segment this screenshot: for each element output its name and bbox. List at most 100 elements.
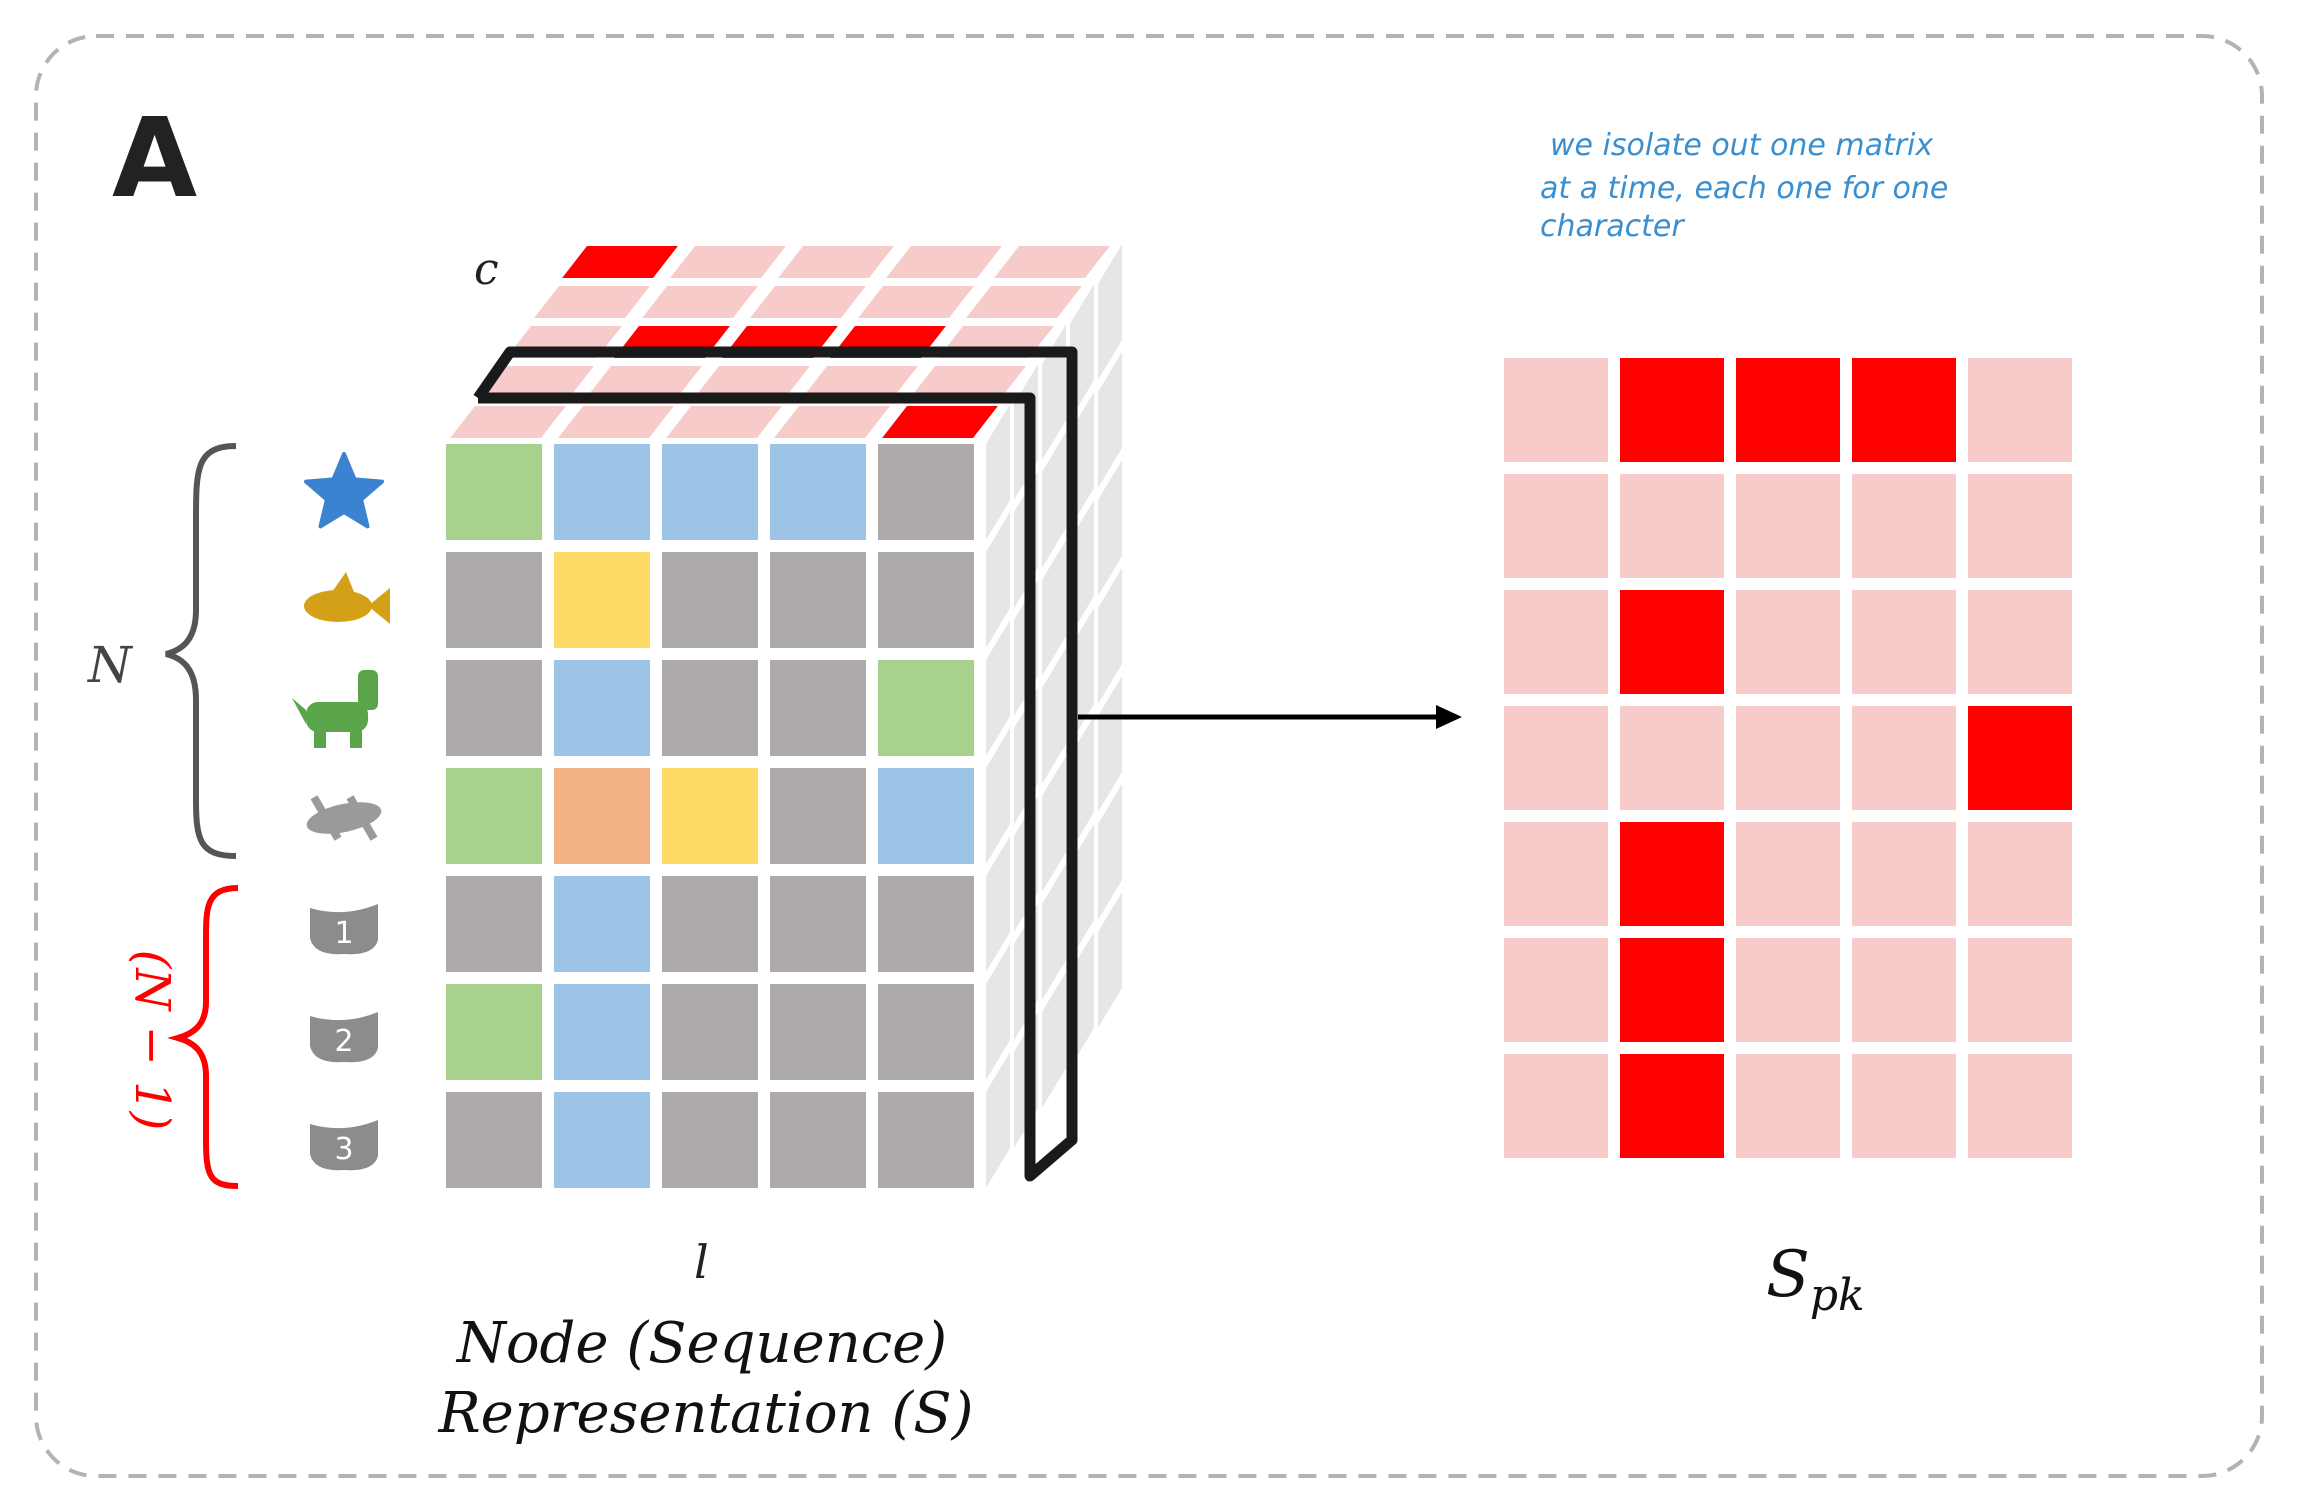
matrix-cell xyxy=(1736,938,1840,1042)
matrix-cell xyxy=(1968,706,2072,810)
cube-front-cell xyxy=(878,660,974,756)
cube-top-cell xyxy=(661,242,795,282)
cube-front-cell xyxy=(554,984,650,1080)
cube-side-cell xyxy=(986,404,1010,540)
cube-front-cell xyxy=(662,768,758,864)
cube-front-cell xyxy=(554,876,650,972)
matrix-cell xyxy=(1620,1054,1724,1158)
panel-label: A xyxy=(112,94,197,222)
cube-front-cell xyxy=(446,444,542,540)
matrix-cell xyxy=(1736,474,1840,578)
matrix-cell xyxy=(1620,474,1724,578)
matrix-cell xyxy=(1620,706,1724,810)
cube-front-cell xyxy=(554,552,650,648)
cube-front-cell xyxy=(554,768,650,864)
cube-front-cell xyxy=(770,444,866,540)
cube-top-cell xyxy=(877,242,1011,282)
matrix-cell xyxy=(1736,706,1840,810)
cube-top-cell xyxy=(765,402,899,442)
dinosaur-icon xyxy=(292,670,378,748)
matrix-cell xyxy=(1620,590,1724,694)
cube-side-cell xyxy=(1098,244,1122,380)
matrix-cell xyxy=(1852,590,1956,694)
matrix-cell xyxy=(1852,938,1956,1042)
cube-top-cell xyxy=(441,402,575,442)
matrix-cell xyxy=(1968,474,2072,578)
cube-front-cell xyxy=(446,876,542,972)
fish-icon xyxy=(304,572,390,624)
cube-top-face xyxy=(441,242,1119,442)
node-number: 2 xyxy=(334,1024,353,1059)
spk-matrix xyxy=(1504,358,2072,1158)
cube-front-cell xyxy=(878,552,974,648)
cube-front-cell xyxy=(770,552,866,648)
matrix-cell xyxy=(1504,474,1608,578)
cube-side-cell xyxy=(986,1052,1010,1188)
cube-side-cell xyxy=(1098,676,1122,812)
cube-top-cell xyxy=(525,282,659,322)
cube-front-cell xyxy=(770,660,866,756)
matrix-cell xyxy=(1736,590,1840,694)
axis-l-label: l xyxy=(694,1235,709,1289)
cube-front-cell xyxy=(878,984,974,1080)
cube-top-cell xyxy=(985,242,1119,282)
cube-side-cell xyxy=(986,944,1010,1080)
matrix-cell xyxy=(1852,358,1956,462)
panel-frame xyxy=(34,34,2264,1478)
cube-top-cell xyxy=(741,282,875,322)
cube-front-cell xyxy=(878,444,974,540)
cube-side-cell xyxy=(986,836,1010,972)
matrix-cell xyxy=(1504,1054,1608,1158)
matrix-cell xyxy=(1620,822,1724,926)
cube-front-cell xyxy=(662,444,758,540)
cube-front-cell xyxy=(446,660,542,756)
matrix-cell xyxy=(1620,938,1724,1042)
cube-side-cell xyxy=(1042,648,1066,784)
cube-front-cell xyxy=(554,1092,650,1188)
node-1-icon: 1 xyxy=(310,904,378,955)
matrix-cell xyxy=(1504,822,1608,926)
n-bracket xyxy=(165,443,237,859)
matrix-cell xyxy=(1852,822,1956,926)
annotation-line-2: at a time, each one for one xyxy=(1540,171,1948,206)
matrix-cell xyxy=(1968,1054,2072,1158)
cube-front-cell xyxy=(878,876,974,972)
matrix-cell xyxy=(1736,1054,1840,1158)
annotation-line-3: character xyxy=(1540,209,1685,244)
cube-side-cell xyxy=(1042,540,1066,676)
slice-outline xyxy=(473,346,1078,1182)
spk-label-subscript: pk xyxy=(1810,1270,1865,1321)
cube-front-cell xyxy=(446,768,542,864)
spk-label: Spk xyxy=(1766,1238,1865,1321)
cube-front-cell xyxy=(662,984,758,1080)
cube-side-cell xyxy=(1098,784,1122,920)
cube-top-cell xyxy=(957,282,1091,322)
cube-top-cell xyxy=(849,282,983,322)
cube-top-cell xyxy=(549,402,683,442)
cube-front-cell xyxy=(878,1092,974,1188)
cube-side-cell xyxy=(1042,756,1066,892)
cube-side-cell xyxy=(986,512,1010,648)
isolate-arrow xyxy=(1078,705,1462,729)
cube-front-cell xyxy=(446,1092,542,1188)
cube-side-cell xyxy=(1098,892,1122,1028)
matrix-cell xyxy=(1620,358,1724,462)
matrix-cell xyxy=(1736,358,1840,462)
cube-front-cell xyxy=(662,1092,758,1188)
cube-caption-line-2: Representation (S) xyxy=(438,1381,974,1446)
lizard-icon xyxy=(306,795,382,841)
node-number: 1 xyxy=(334,916,353,951)
matrix-cell xyxy=(1968,938,2072,1042)
matrix-cell xyxy=(1736,822,1840,926)
matrix-cell xyxy=(1968,590,2072,694)
cube-side-cell xyxy=(986,620,1010,756)
matrix-cell xyxy=(1504,590,1608,694)
cube-top-cell xyxy=(769,242,903,282)
matrix-cell xyxy=(1852,706,1956,810)
n-minus-1-label: (N − 1) xyxy=(124,950,180,1131)
cube-front-cell xyxy=(770,876,866,972)
cube-top-cell xyxy=(657,402,791,442)
matrix-cell xyxy=(1504,706,1608,810)
cube-side-cell xyxy=(1098,568,1122,704)
